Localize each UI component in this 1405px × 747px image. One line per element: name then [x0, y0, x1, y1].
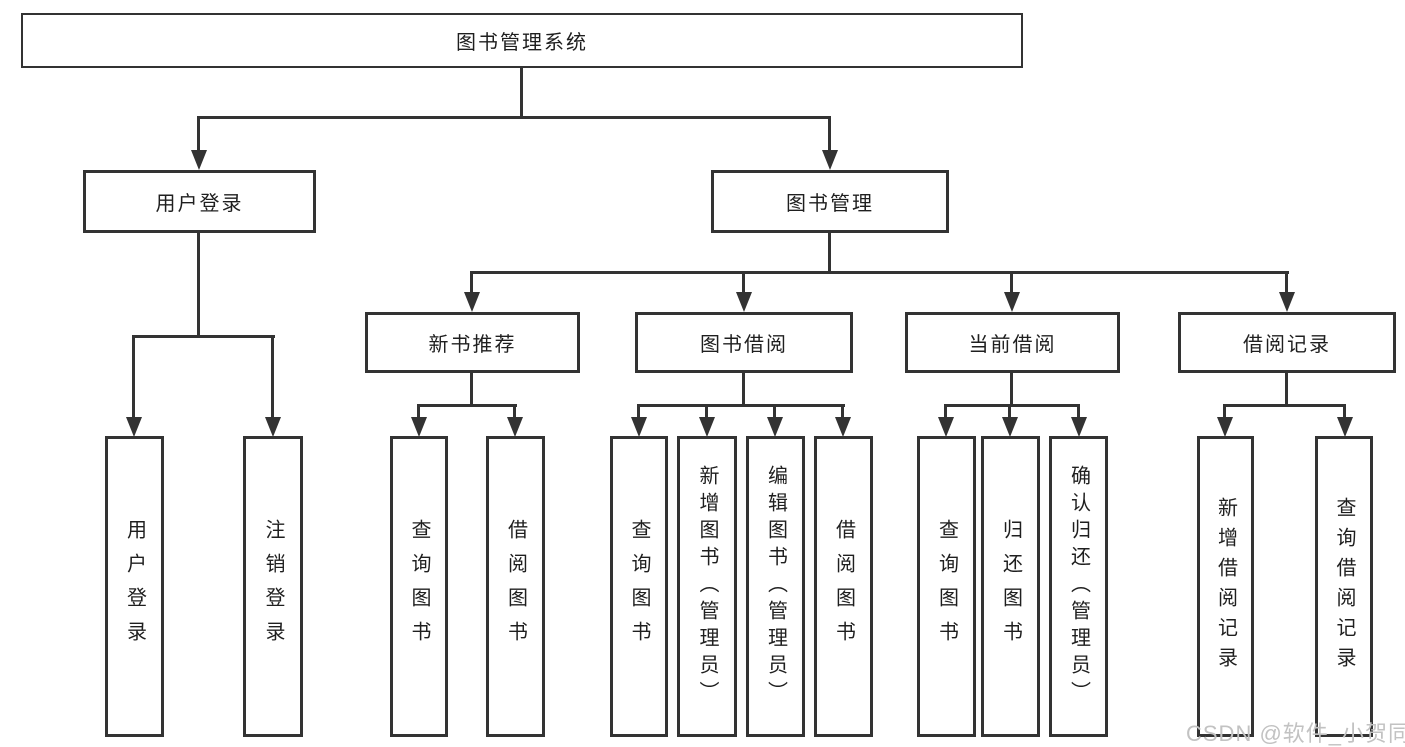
connector-mgmt-trunk: [828, 233, 831, 274]
node-book-borrow: 图书借阅: [635, 312, 853, 373]
connector-login-hline: [132, 335, 275, 338]
arrow-down-icon: [631, 417, 647, 437]
leaf-record-add: 新增借阅记录: [1197, 436, 1254, 737]
node-new-book-recommend: 新书推荐: [365, 312, 580, 373]
connector-borrow-lend-shaft: [841, 404, 844, 419]
arrow-down-icon: [1002, 417, 1018, 437]
arrow-down-icon: [1279, 292, 1295, 312]
arrow-down-icon: [1004, 292, 1020, 312]
connector-current-shaft: [1010, 271, 1013, 295]
node-borrow-record: 借阅记录: [1178, 312, 1396, 373]
csdn-watermark: CSDN @软件_小贺同学: [1186, 721, 1405, 746]
leaf-current-confirm-return-admin: 确认归还（管理员）: [1049, 436, 1108, 737]
arrow-down-icon: [736, 292, 752, 312]
connector-rec-shaft: [470, 271, 473, 295]
connector-login-user-shaft: [132, 335, 135, 419]
arrow-down-icon: [699, 417, 715, 437]
connector-mgmt-shaft: [828, 116, 831, 152]
arrow-down-icon: [464, 292, 480, 312]
leaf-record-query: 查询借阅记录: [1315, 436, 1373, 737]
node-current-borrow: 当前借阅: [905, 312, 1120, 373]
arrow-down-icon: [767, 417, 783, 437]
leaf-borrow-lend-book: 借阅图书: [814, 436, 873, 737]
leaf-logout: 注销登录: [243, 436, 303, 737]
connector-borrow-shaft: [742, 271, 745, 295]
leaf-borrow-query-book: 查询图书: [610, 436, 668, 737]
arrow-down-icon: [1071, 417, 1087, 437]
arrow-down-icon: [265, 417, 281, 437]
arrow-down-icon: [191, 150, 207, 170]
connector-level3-hline: [470, 271, 1289, 274]
connector-rec-hline: [417, 404, 517, 407]
connector-login-logout-shaft: [271, 335, 274, 419]
connector-current-return-shaft: [1008, 404, 1011, 419]
arrow-down-icon: [507, 417, 523, 437]
connector-current-trunk: [1010, 373, 1013, 407]
node-user-login: 用户登录: [83, 170, 316, 233]
connector-record-shaft: [1285, 271, 1288, 295]
arrow-down-icon: [835, 417, 851, 437]
arrow-down-icon: [1217, 417, 1233, 437]
connector-current-confirm-shaft: [1077, 404, 1080, 419]
leaf-borrow-add-book-admin: 新增图书（管理员）: [677, 436, 737, 737]
arrow-down-icon: [1337, 417, 1353, 437]
arrow-down-icon: [126, 417, 142, 437]
connector-rec-query-shaft: [417, 404, 420, 419]
connector-record-query-shaft: [1343, 404, 1346, 419]
connector-record-add-shaft: [1223, 404, 1226, 419]
connector-current-query-shaft: [944, 404, 947, 419]
connector-borrow-trunk: [742, 373, 745, 407]
connector-borrow-add-shaft: [705, 404, 708, 419]
connector-level2-hline: [197, 116, 831, 119]
connector-root-trunk: [520, 66, 523, 119]
leaf-user-login: 用户登录: [105, 436, 164, 737]
node-book-management: 图书管理: [711, 170, 949, 233]
connector-rec-trunk: [470, 373, 473, 407]
connector-borrow-query-shaft: [637, 404, 640, 419]
connector-login-trunk: [197, 233, 200, 338]
node-root: 图书管理系统: [21, 13, 1023, 68]
connector-record-hline: [1223, 404, 1346, 407]
leaf-rec-borrow-book: 借阅图书: [486, 436, 545, 737]
leaf-borrow-edit-book-admin: 编辑图书（管理员）: [746, 436, 805, 737]
leaf-current-return-book: 归还图书: [981, 436, 1040, 737]
connector-current-hline: [944, 404, 1080, 407]
connector-borrow-hline: [637, 404, 845, 407]
connector-record-trunk: [1285, 373, 1288, 407]
arrow-down-icon: [822, 150, 838, 170]
connector-rec-borrow-shaft: [513, 404, 516, 419]
leaf-rec-query-book: 查询图书: [390, 436, 448, 737]
connector-login-shaft: [197, 116, 200, 152]
leaf-current-query-book: 查询图书: [917, 436, 976, 737]
connector-borrow-edit-shaft: [773, 404, 776, 419]
arrow-down-icon: [411, 417, 427, 437]
arrow-down-icon: [938, 417, 954, 437]
